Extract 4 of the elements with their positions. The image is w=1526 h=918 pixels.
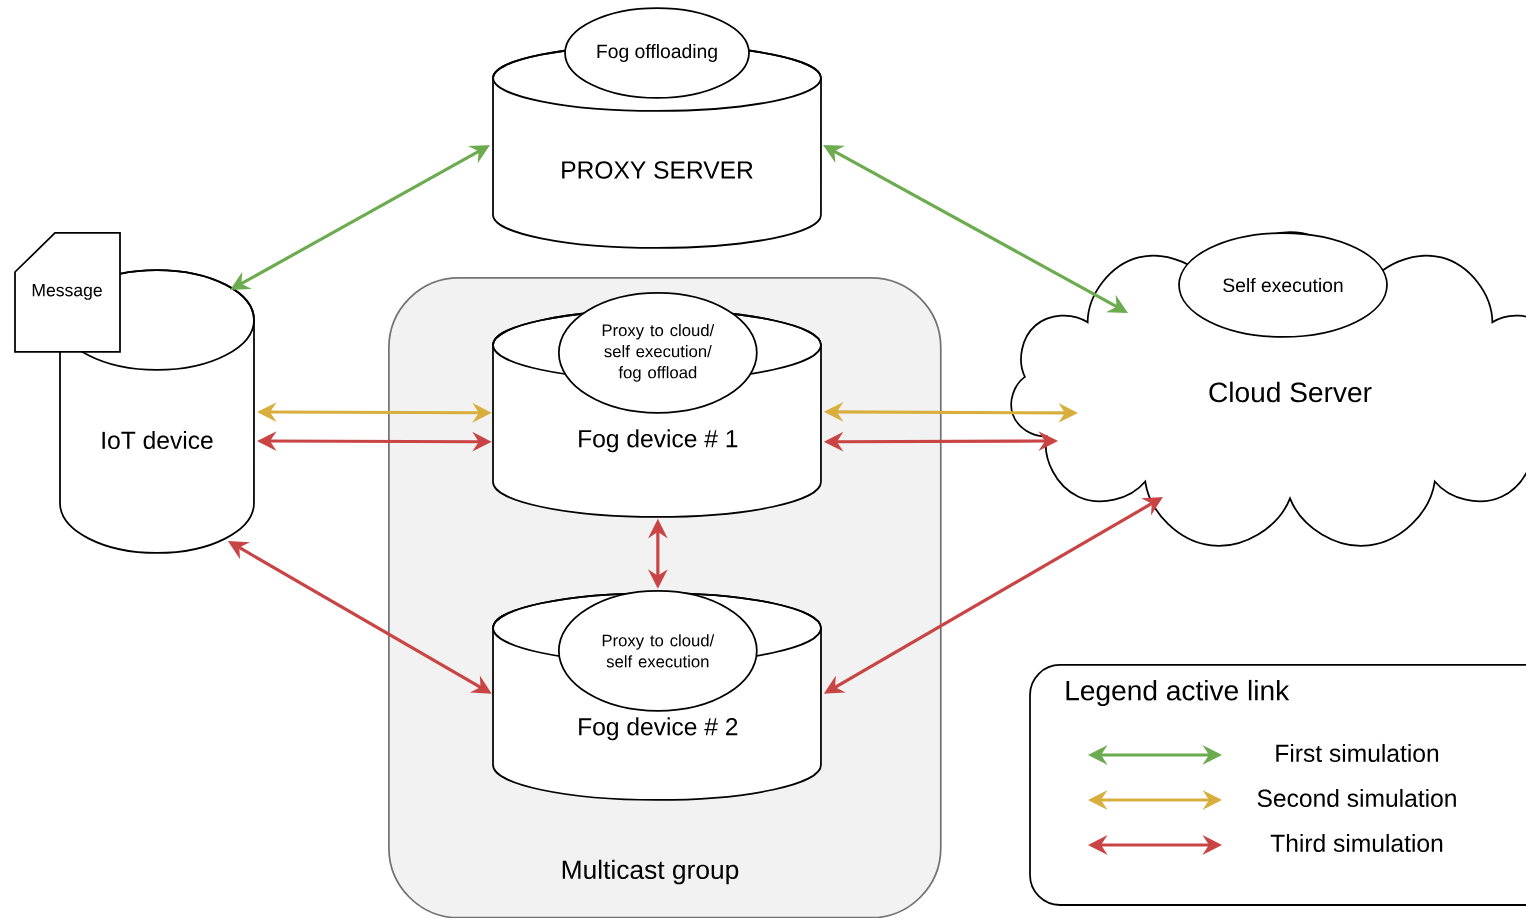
legend-title: Legend active link xyxy=(1066,679,1290,707)
legend-text: Third simulation xyxy=(1270,833,1443,853)
legend-text: Second simulation xyxy=(1257,788,1456,808)
legend-text: First simulation xyxy=(1276,743,1439,763)
